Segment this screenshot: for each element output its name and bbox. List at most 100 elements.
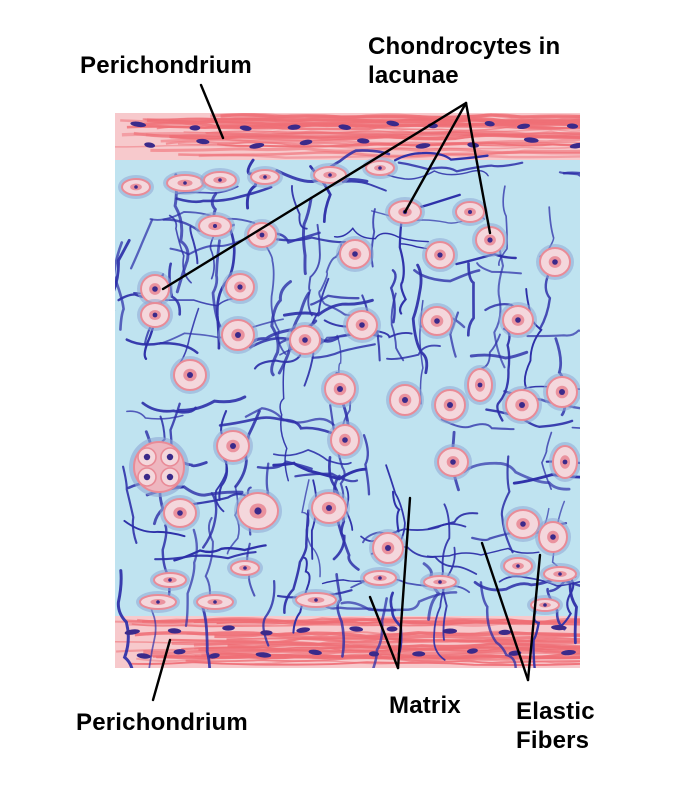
chondrocyte-nucleus [243, 566, 247, 570]
chondrocyte-nucleus [177, 510, 183, 516]
chondrocyte-nucleus [263, 175, 267, 179]
perichondrium-nucleus [517, 123, 530, 130]
elastic-fiber [290, 184, 308, 230]
elastic-fiber [558, 171, 580, 177]
chondrocyte-nucleus [558, 572, 562, 576]
perichondrium-streak [146, 117, 580, 124]
elastic-fiber [466, 262, 475, 337]
chondrocyte-nucleus [328, 173, 332, 177]
perichondrium-nucleus [412, 651, 426, 657]
chondrocyte-nucleus [352, 251, 358, 257]
elastic-fiber [190, 492, 247, 506]
elastic-fiber [189, 225, 199, 265]
elastic-fiber [390, 292, 405, 362]
elastic-fiber [126, 410, 184, 420]
chondrocyte-nucleus [152, 286, 158, 292]
chondrocyte-nucleus [326, 505, 332, 511]
perichondrium-streak [206, 130, 580, 136]
perichondrium-streak [115, 144, 580, 150]
elastic-fiber [526, 329, 580, 338]
elastic-fiber [200, 603, 211, 668]
perichondrium-streak [131, 621, 580, 628]
chondrocyte-nucleus [468, 210, 472, 214]
leader-perichondrium-top [199, 83, 225, 140]
elastic-fiber [571, 426, 580, 429]
elastic-fiber [129, 218, 154, 270]
elastic-fiber [115, 241, 125, 331]
chondrocyte-nucleus [543, 603, 547, 607]
chondrocyte-nucleus [152, 312, 158, 318]
elastic-fiber [116, 569, 134, 668]
chondrocyte-nucleus [550, 534, 556, 540]
isogenous-cell-nucleus [166, 453, 174, 461]
chondrocyte-group [118, 157, 580, 615]
chondrocyte-nucleus [552, 259, 558, 265]
elastic-fiber [397, 161, 524, 173]
chondrocyte-nucleus [385, 545, 391, 551]
perichondrium-nucleus [368, 651, 380, 657]
chondrocyte-nucleus [168, 578, 172, 582]
chondrocyte-nucleus [359, 322, 365, 328]
perichondrium-nucleus [484, 121, 495, 127]
elastic-fiber [469, 350, 529, 360]
elastic-fiber [541, 431, 553, 491]
perichondrium-nucleus [566, 123, 579, 129]
elastic-fiber [177, 395, 247, 412]
perichondrium-nucleus [189, 125, 201, 131]
perichondrium-nucleus [386, 626, 398, 632]
perichondrium-nucleus [144, 142, 156, 148]
chondrocyte-nucleus [519, 402, 525, 408]
perichondrium-nucleus [523, 137, 539, 143]
chondrocyte-nucleus [437, 252, 443, 258]
perichondrium-nucleus [167, 628, 182, 634]
label-perichondrium-bottom: Perichondrium [76, 709, 248, 736]
chondrocyte-nucleus [438, 580, 442, 584]
label-elastic-fibers: Elastic Fibers [516, 698, 595, 754]
elastic-fiber [532, 608, 541, 668]
chondrocyte-nucleus [559, 389, 565, 395]
perichondrium-streak [210, 113, 580, 120]
chondrocyte-nucleus [218, 178, 222, 182]
perichondrium-nucleus [415, 143, 431, 149]
chondrocyte-nucleus [237, 284, 243, 290]
elastic-fiber [481, 333, 501, 370]
elastic-fiber [253, 354, 302, 370]
chondrocyte-nucleus [134, 185, 138, 189]
chondrocyte-nucleus [447, 402, 453, 408]
perichondrium-nucleus [260, 630, 273, 636]
perichondrium-nucleus [386, 120, 400, 127]
chondrocyte-nucleus [378, 576, 382, 580]
elastic-fiber [427, 512, 479, 530]
perichondrium-streak [165, 140, 580, 147]
elastic-fiber [496, 327, 511, 422]
elastic-fiber [184, 528, 199, 627]
perichondrium-nucleus [442, 628, 458, 634]
elastic-fiber [168, 262, 182, 316]
perichondrium-streak [221, 135, 580, 142]
perichondrium-nucleus [308, 649, 322, 656]
perichondrium-top-band [115, 113, 580, 160]
chondrocyte-nucleus [562, 459, 568, 465]
leader-chondrocyte-1 [161, 101, 468, 291]
elastic-fiber [272, 448, 352, 465]
chondrocyte-nucleus [378, 166, 382, 170]
chondrocyte-nucleus [487, 237, 493, 243]
elastic-fiber [476, 262, 522, 275]
leader-elastic-2 [526, 553, 542, 682]
elastic-fiber [559, 577, 575, 628]
elastic-fiber [310, 294, 360, 306]
chondrocyte-nucleus [515, 317, 521, 323]
elastic-fiber [115, 238, 131, 311]
perichondrium-streak [145, 132, 580, 139]
chondrocyte-nucleus [259, 232, 265, 238]
elastic-fiber [173, 544, 267, 562]
chondrocyte-nucleus [342, 437, 348, 443]
elastic-fiber [256, 460, 313, 471]
chondrocyte-nucleus [402, 397, 408, 403]
perichondrium-nucleus [239, 125, 252, 131]
elastic-fiber [393, 151, 489, 162]
elastic-fiber [202, 492, 218, 549]
leader-matrix-2 [396, 496, 412, 670]
